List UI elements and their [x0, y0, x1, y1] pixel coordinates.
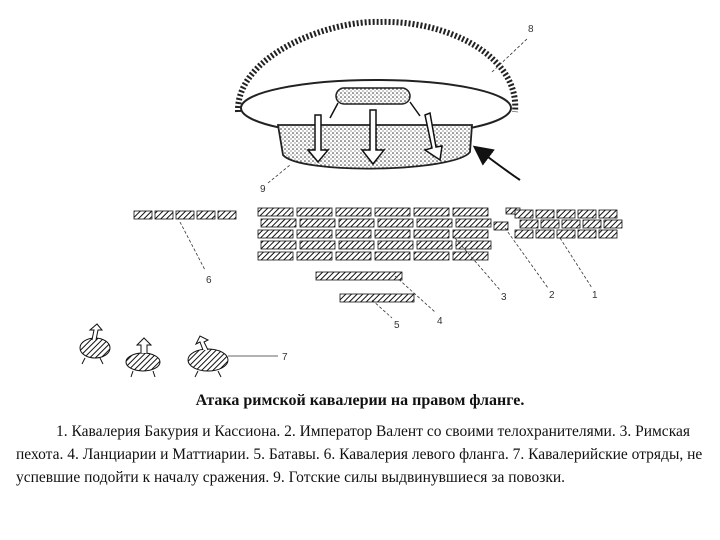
- infantry-unit: [338, 240, 375, 250]
- infantry-unit: [452, 251, 489, 261]
- infantry-unit: [257, 251, 294, 261]
- batavi: [339, 293, 415, 303]
- infantry-unit: [296, 251, 333, 261]
- cavalry-unit: [556, 209, 576, 219]
- infantry-unit: [260, 240, 297, 250]
- infantry-unit: [374, 229, 411, 239]
- gothic-camp-center: [335, 87, 411, 105]
- infantry-unit: [377, 218, 414, 228]
- infantry-unit: [413, 207, 450, 217]
- caption-body: 1. Кавалерия Бакурия и Кассиона. 2. Импе…: [16, 423, 703, 486]
- late-cavalry-unit: [187, 335, 229, 378]
- battle-diagram: 8 9: [79, 18, 623, 378]
- left-flank-cavalry: [133, 210, 237, 220]
- cavalry-unit: [154, 210, 174, 220]
- infantry-unit: [257, 229, 294, 239]
- late-cavalry-unit: [79, 323, 111, 365]
- cavalry-unit: [603, 219, 623, 229]
- infantry-unit: [413, 251, 450, 261]
- caption-title: Атака римской кавалерии на правом фланге…: [195, 392, 525, 409]
- infantry-unit: [296, 229, 333, 239]
- cavalry-unit: [556, 229, 576, 239]
- wagon-laager: [234, 18, 519, 137]
- infantry-unit: [335, 207, 372, 217]
- label-4: 4: [437, 316, 443, 327]
- infantry-unit: [296, 207, 333, 217]
- infantry-unit: [416, 240, 453, 250]
- infantry-unit: [452, 207, 489, 217]
- label-5: 5: [394, 320, 400, 331]
- cavalry-unit: [519, 219, 539, 229]
- infantry-unit: [299, 218, 336, 228]
- infantry-unit: [416, 218, 453, 228]
- cavalry-attack-arrow: [472, 145, 521, 181]
- label-7: 7: [282, 352, 288, 363]
- infantry-unit: [452, 229, 489, 239]
- label-8: 8: [528, 24, 534, 35]
- right-flank-cavalry: [505, 207, 623, 239]
- late-cavalry-unit: [125, 337, 161, 378]
- cavalry-unit: [535, 209, 555, 219]
- cavalry-unit: [217, 210, 237, 220]
- infantry-unit: [413, 229, 450, 239]
- infantry-unit: [257, 207, 294, 217]
- cavalry-unit: [577, 209, 597, 219]
- infantry-unit: [374, 207, 411, 217]
- late-cavalry-units: [79, 323, 229, 378]
- leader-lines: [179, 221, 593, 319]
- label-1: 1: [592, 290, 598, 301]
- cavalry-unit: [577, 229, 597, 239]
- infantry-unit: [455, 218, 492, 228]
- label-2: 2: [549, 290, 555, 301]
- cavalry-unit: [540, 219, 560, 229]
- gothic-forces: [276, 101, 521, 181]
- infantry-unit: [335, 251, 372, 261]
- infantry-unit: [299, 240, 336, 250]
- emperor-valens-unit: [493, 221, 509, 231]
- label-6: 6: [206, 275, 212, 286]
- cavalry-unit: [133, 210, 153, 220]
- cavalry-unit: [561, 219, 581, 229]
- cavalry-unit: [535, 229, 555, 239]
- cavalry-unit: [598, 229, 618, 239]
- infantry-unit: [374, 251, 411, 261]
- label-9: 9: [260, 184, 266, 195]
- label-3: 3: [501, 292, 507, 303]
- cavalry-unit: [175, 210, 195, 220]
- cavalry-unit: [514, 209, 534, 219]
- infantry-unit: [260, 218, 297, 228]
- cavalry-unit: [514, 229, 534, 239]
- cavalry-unit: [582, 219, 602, 229]
- infantry-unit: [335, 229, 372, 239]
- goth-advance-arrows: [306, 101, 443, 166]
- cavalry-unit: [598, 209, 618, 219]
- lanciarii-mattiarii: [315, 271, 403, 281]
- infantry-unit: [455, 240, 492, 250]
- infantry-unit: [338, 218, 375, 228]
- infantry-unit: [377, 240, 414, 250]
- cavalry-unit: [196, 210, 216, 220]
- roman-infantry: [257, 207, 492, 261]
